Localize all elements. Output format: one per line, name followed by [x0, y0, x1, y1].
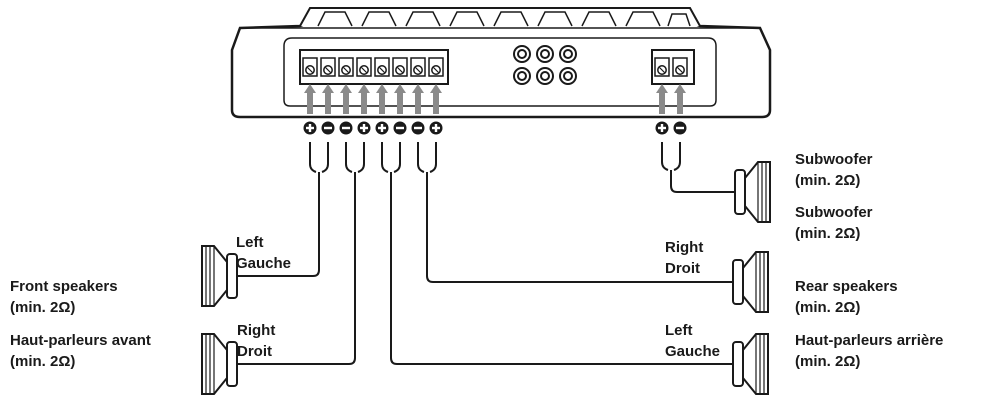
main-arrow-8: [430, 84, 442, 114]
subwoofer-impedance-fr: (min. 2Ω): [795, 225, 861, 242]
main-terminal-1: [302, 57, 318, 77]
main-terminal-5: [374, 57, 390, 77]
main-arrow-1: [304, 84, 316, 114]
sub-arrow-2: [674, 84, 686, 114]
main-polarity-6: [393, 121, 407, 135]
connection-arrows: [304, 84, 442, 114]
rear-speakers-impedance-en: (min. 2Ω): [795, 299, 861, 316]
front-right-label-fr: Droit: [237, 343, 272, 360]
subwoofer-label-fr: Subwoofer: [795, 204, 873, 221]
front-right-wire: [236, 172, 356, 365]
subwoofer-connection-arrows: [656, 84, 686, 114]
main-polarity-3: [339, 121, 353, 135]
speaker-front-right: [202, 334, 237, 394]
main-arrow-6: [394, 84, 406, 114]
main-arrow-4: [358, 84, 370, 114]
main-arrow-5: [376, 84, 388, 114]
sub-arrow-1: [656, 84, 668, 114]
main-terminal-3: [338, 57, 354, 77]
front-left-wire: [236, 172, 320, 277]
rear-right-label-fr: Droit: [665, 260, 700, 277]
subwoofer-polarity-symbols: [655, 121, 687, 135]
speaker-rear-right: [732, 251, 769, 313]
speaker-wires: [236, 142, 736, 365]
front-speakers-label-fr: Haut-parleurs avant: [10, 332, 151, 349]
rear-left-wire: [390, 172, 734, 365]
rear-speakers-label-en: Rear speakers: [795, 278, 898, 295]
main-polarity-5: [375, 121, 389, 135]
speaker-rear-left: [732, 333, 769, 395]
main-terminal-6: [392, 57, 408, 77]
main-terminal-7: [410, 57, 426, 77]
front-speakers-impedance-en: (min. 2Ω): [10, 299, 76, 316]
main-terminal-8: [428, 57, 444, 77]
main-terminal-4: [356, 57, 372, 77]
terminal-polarity-symbols: [303, 121, 443, 135]
front-right-label-en: Right: [237, 322, 276, 339]
main-polarity-4: [357, 121, 371, 135]
subwoofer-terminal-block: [651, 49, 695, 85]
main-arrow-3: [340, 84, 352, 114]
rear-right-label-en: Right: [665, 239, 704, 256]
heatsink-fins: [317, 11, 691, 27]
speaker-front-left: [202, 246, 237, 306]
main-arrow-7: [412, 84, 424, 114]
sub-polarity-2: [673, 121, 687, 135]
main-polarity-1: [303, 121, 317, 135]
rear-left-label-en: Left: [665, 322, 693, 339]
subwoofer-impedance-en: (min. 2Ω): [795, 172, 861, 189]
sub-polarity-1: [655, 121, 669, 135]
sub-terminal-2: [672, 57, 688, 77]
front-speakers-impedance-fr: (min. 2Ω): [10, 353, 76, 370]
sub-terminal-1: [654, 57, 670, 77]
main-arrow-2: [322, 84, 334, 114]
rca-input-jacks: [513, 45, 577, 85]
front-left-label-en: Left: [236, 234, 264, 251]
subwoofer-label-en: Subwoofer: [795, 151, 873, 168]
rear-right-wire: [426, 172, 734, 283]
rear-left-label-fr: Gauche: [665, 343, 721, 360]
front-left-label-fr: Gauche: [236, 255, 292, 272]
rear-speakers-label-fr: Haut-parleurs arrière: [795, 332, 944, 349]
speaker-subwoofer: [734, 161, 771, 223]
main-terminal-2: [320, 57, 336, 77]
rear-speakers-impedance-fr: (min. 2Ω): [795, 353, 861, 370]
subwoofer-wire: [670, 170, 736, 193]
main-polarity-7: [411, 121, 425, 135]
speaker-terminal-block: [299, 49, 449, 85]
main-polarity-2: [321, 121, 335, 135]
front-speakers-label-en: Front speakers: [10, 278, 118, 295]
main-polarity-8: [429, 121, 443, 135]
